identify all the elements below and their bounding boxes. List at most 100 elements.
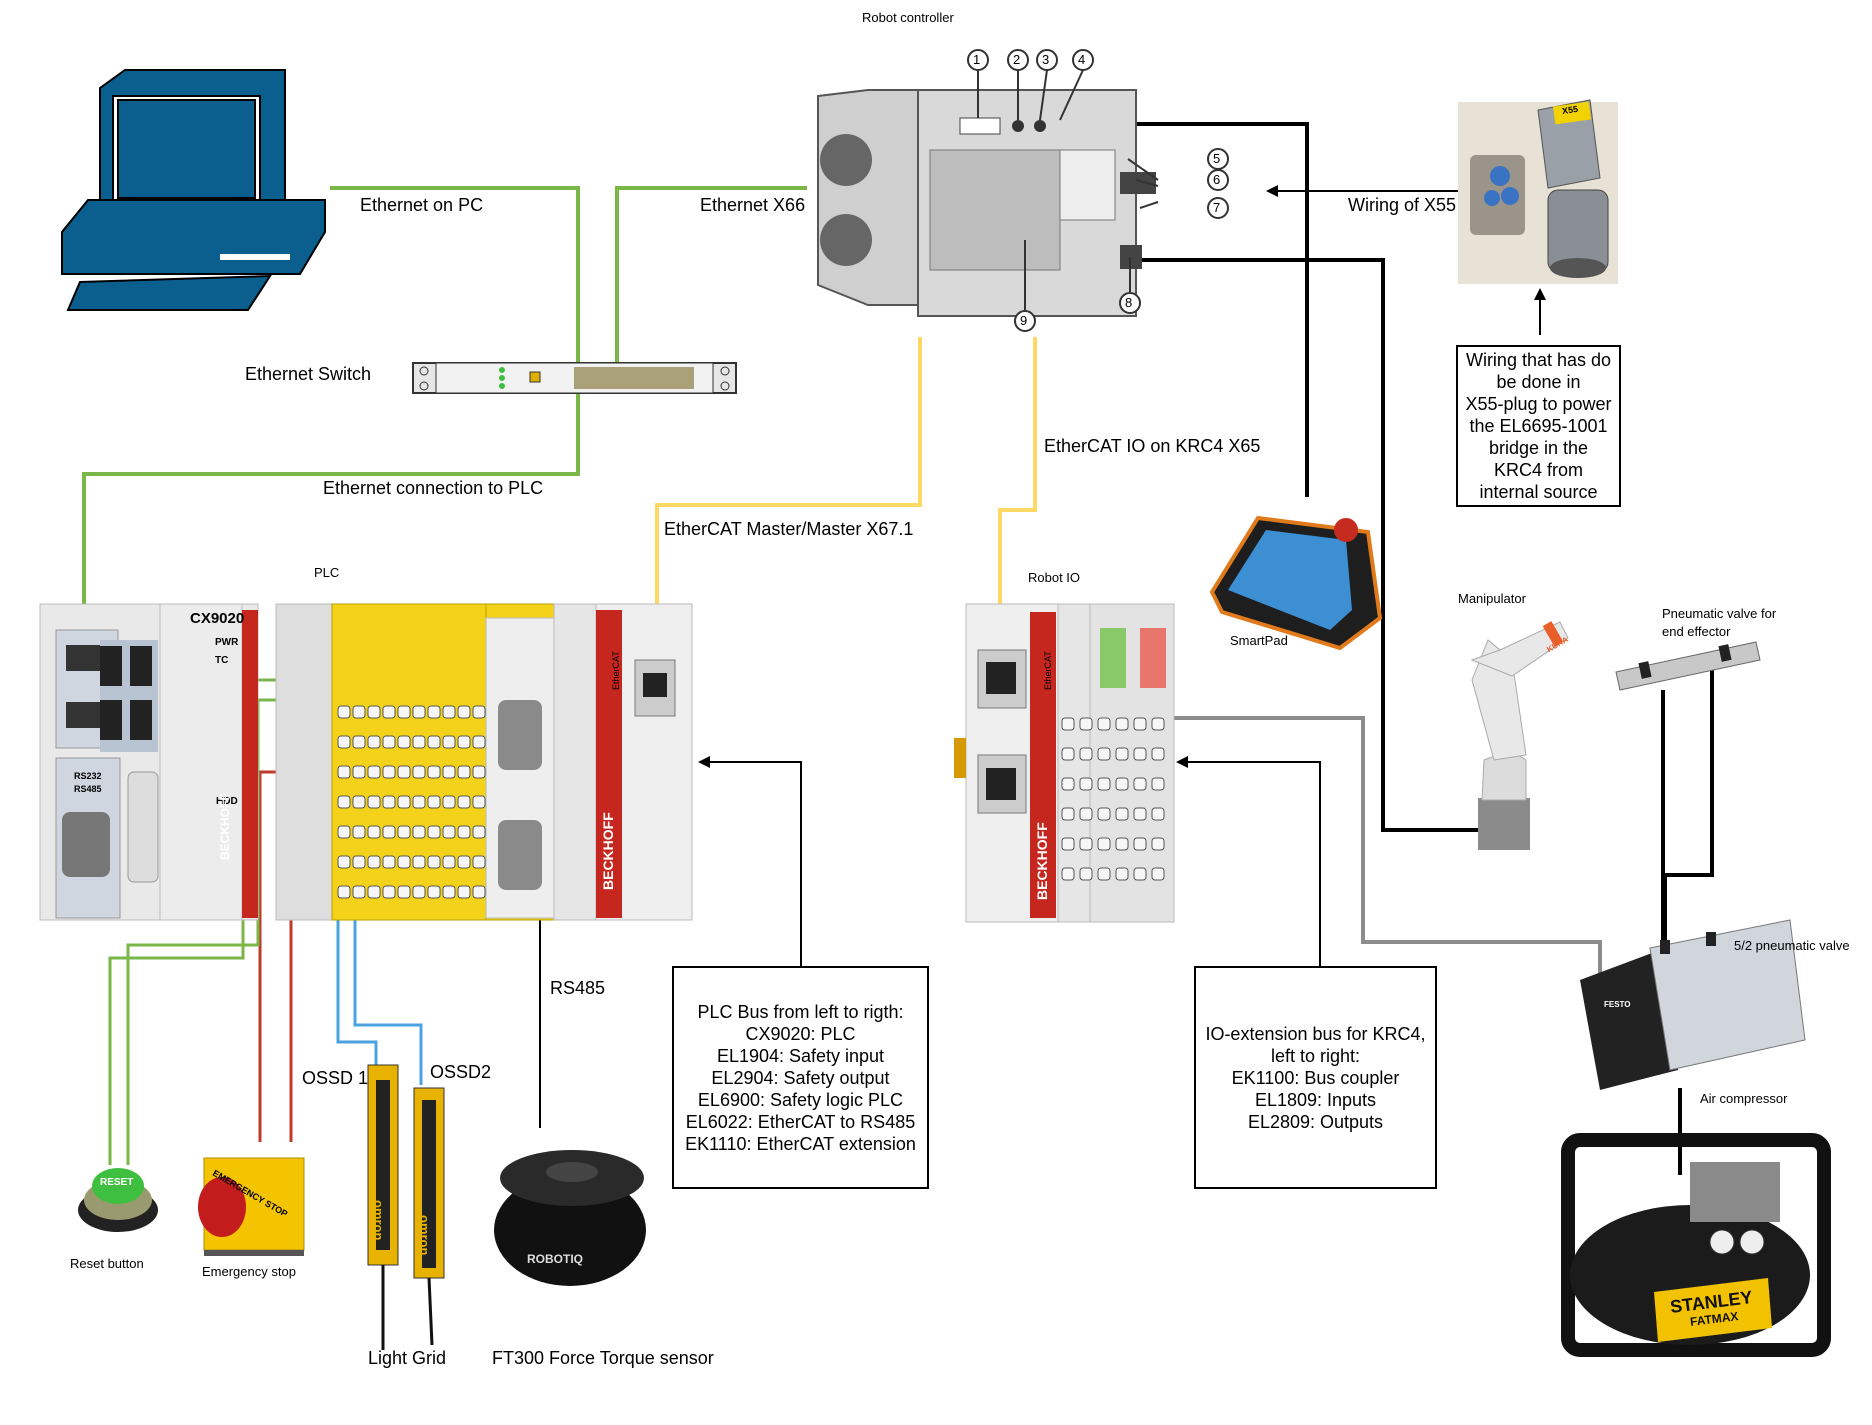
plc-bus-line: EL2904: Safety output [711,1067,890,1088]
plc-label: PLC [314,565,340,580]
plc-terminal-contact [337,855,351,869]
ft300-label: FT300 Force Torque sensor [492,1348,714,1368]
io-bus-line: EK1100: Bus coupler [1231,1067,1400,1088]
plc-terminal-contact [397,765,411,779]
plc-terminal-contact [412,825,426,839]
plc-terminal-contact [427,735,441,749]
io-bus-line: left to right: [1270,1045,1361,1066]
plc-terminal-contact [382,795,396,809]
plc-terminal-contact [472,795,486,809]
plc-terminal-contact [337,735,351,749]
plc-terminal-contact [457,795,471,809]
plc-terminal-contact [427,795,441,809]
io-bus-line: EL2809: Outputs [1247,1111,1384,1132]
plc-terminal-contact [442,765,456,779]
arrows [698,185,1546,966]
ft300-sensor [494,1150,646,1286]
plc-terminal-contact [457,855,471,869]
io-terminal-contact [1115,777,1129,791]
io-terminal-contact [1061,717,1075,731]
plc-terminal-contact [367,705,381,719]
plc-terminal-contact [382,705,396,719]
io-terminal-contact [1115,837,1129,851]
plc-terminal-contact [382,855,396,869]
callout-3: 3 [1042,52,1050,67]
plc-terminal-contact [457,765,471,779]
ethernet-switch [412,362,737,394]
plc-terminal-contact [352,705,366,719]
rs485-label: RS485 [550,978,606,998]
light-grid-label: Light Grid [368,1348,447,1368]
plc-terminal-contact [457,825,471,839]
plc-terminal-contact [382,885,396,899]
io-terminal-contact [1061,777,1075,791]
io-terminal-contact [1079,837,1093,851]
pneumatic-valve-52 [1580,919,1806,1090]
ek1100-brand: BECKHOFF [1034,822,1050,900]
plc-bus-line: CX9020: PLC [745,1023,856,1044]
io-terminal-contact [1133,837,1147,851]
callout-4: 4 [1078,52,1086,67]
pc-icon [61,69,326,311]
ethercat-lines [655,337,1037,678]
plc-terminal-contact [337,705,351,719]
plc-terminal-contact [427,855,441,869]
robotiq-brand-text: ROBOTIQ [527,1252,583,1266]
ek1110-brand: BECKHOFF [600,812,616,890]
plc-terminal-contact [397,735,411,749]
io-terminal-contact [1097,747,1111,761]
io-terminal-contact [1133,747,1147,761]
plc-terminal-contact [412,855,426,869]
io-terminal-contact [1115,717,1129,731]
ek1100-ethercat-text: EtherCAT [1043,651,1053,690]
io-to-valve-line [1163,716,1602,980]
x55-note-line: the EL6695-1001 [1469,416,1608,436]
plc-terminal-contact [352,735,366,749]
callout-2: 2 [1013,52,1021,67]
plc-terminal-contact [412,735,426,749]
plc-terminal-contact [367,885,381,899]
plc-terminal-contact [472,705,486,719]
smartpad-device [1209,515,1383,651]
ethercat-master-label: EtherCAT Master/Master X67.1 [664,519,914,539]
plc-bus-line: EK1110: EtherCAT extension [685,1133,916,1154]
plc-terminal-contact [457,705,471,719]
plc-terminal-contact [412,705,426,719]
io-terminal-contact [1079,807,1093,821]
plc-terminal-contact [367,735,381,749]
pneumatic-effector-line-2: end effector [1662,624,1731,639]
plc-terminal-contact [367,855,381,869]
robot-controller [817,89,1156,317]
reset-button-label: Reset button [70,1256,144,1271]
ossd-lines-blue [336,912,423,1085]
plc-terminal-contact [442,795,456,809]
plc-terminal-contact [397,705,411,719]
plc-terminal-contact [352,885,366,899]
plc-bus-arrow [698,756,802,966]
plc-terminal-contact [442,885,456,899]
plc-terminal-contact [472,825,486,839]
tc-indicator-label: TC [215,655,229,666]
ethercat-master-line [655,337,922,678]
air-compressor-label: Air compressor [1700,1091,1788,1106]
io-terminal-contact [1133,777,1147,791]
x55-wiring-note: Wiring that has do be done in X55-plug t… [1456,345,1621,507]
manipulator-robot [1470,621,1569,850]
plc-terminal-contact [337,825,351,839]
callout-7: 7 [1213,200,1221,215]
callout-6: 6 [1213,172,1221,187]
ethernet-x66-line [615,186,807,368]
plc-assembly [39,603,693,921]
io-terminal-contact [1097,837,1111,851]
plc-terminal-contact [442,855,456,869]
signal-lines-black [1053,122,1714,1175]
plc-terminal-contact [412,795,426,809]
plc-terminal-contact [427,765,441,779]
io-terminal-contact [1151,867,1165,881]
io-terminal-contact [1079,777,1093,791]
io-terminal-contact [1097,867,1111,881]
pneumatic-effector-line-1: Pneumatic valve for [1662,606,1777,621]
robot-io-terminals [1061,717,1165,881]
plc-bus-line: PLC Bus from left to rigth: [697,1001,904,1022]
